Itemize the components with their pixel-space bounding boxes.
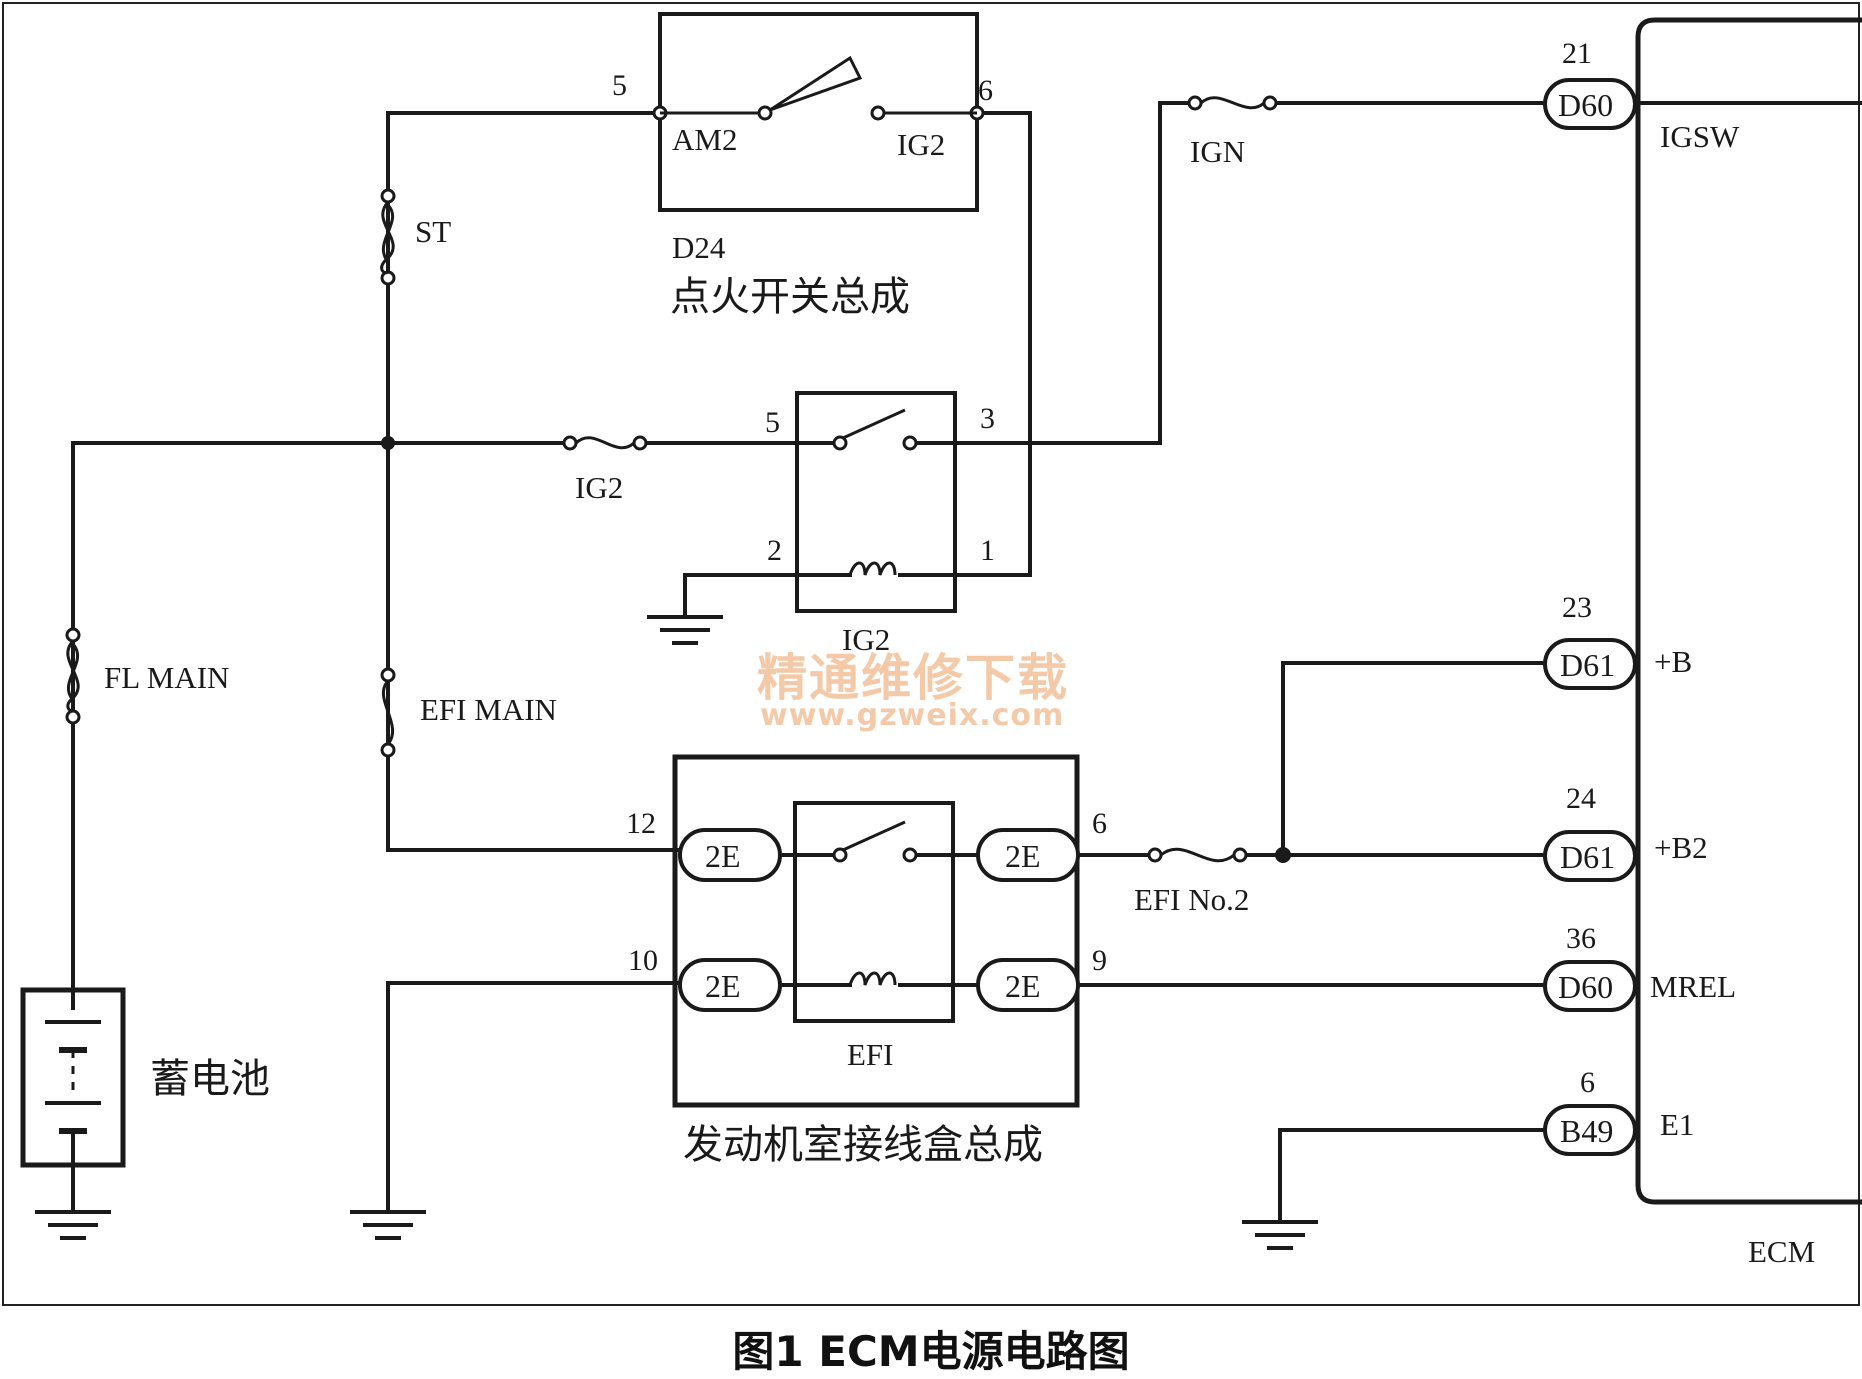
ig2-relay-pin2: 2 [767,534,782,567]
ecm-conn-b49: B49 [1560,1113,1613,1149]
jb-pin6: 6 [1092,807,1107,840]
ign-switch-pin-ig2: 6 [978,74,993,107]
watermark-text: 精通维修下载 [757,649,1069,707]
fuse-ig2-label: IG2 [575,470,623,505]
junction-main [381,436,395,450]
ecm: 21 D60 IGSW 23 D61 +B 24 D61 +B2 36 D60 … [1543,17,1862,1269]
fuse-ig2: IG2 [562,435,648,505]
fuse-fl-main: FL MAIN [65,627,229,725]
wire-b-branch [1281,661,1547,857]
ecm-pin-6: 6 [1580,1066,1595,1099]
ecm-signal-mrel: MREL [1650,969,1736,1004]
jb-conn-12: 2E [705,838,741,874]
ecm-pin-23: 23 [1562,591,1592,624]
ecm-pin-36: 36 [1566,922,1596,955]
ecm-pin-24: 24 [1566,782,1596,815]
wire-ig2-out [953,111,1032,577]
ign-switch-pin-am2: 5 [612,69,627,102]
ecm-signal-b: +B [1654,644,1692,679]
junction-dots [381,436,1291,863]
wire-e1-gnd [1278,1128,1547,1222]
ign-switch-label-ig2: IG2 [897,127,945,162]
ig2-relay-pin1: 1 [980,534,995,567]
ecm-signal-igsw: IGSW [1660,119,1740,154]
ground-symbols [35,615,1318,1250]
wire-relay3-out [953,101,1197,445]
battery: 蓄电池 [20,987,270,1168]
ecm-conn-d61-a: D61 [1560,647,1615,683]
ground-e1 [1242,1220,1318,1250]
ground-efi [350,1210,426,1240]
ign-switch-label-am2: AM2 [672,122,737,157]
jb-pin12: 12 [626,807,656,840]
junction-efi-no2 [1275,847,1291,863]
diagram-border [2,2,1860,1306]
ecm-conn-d60-a: D60 [1558,87,1613,123]
fuse-efi-no2-label: EFI No.2 [1134,882,1249,917]
jb-conn-6: 2E [1005,838,1041,874]
ecm-conn-d61-b: D61 [1560,839,1615,875]
fuse-ign-label: IGN [1190,134,1245,169]
watermark: 精通维修下载 www.gzweix.com [757,649,1069,733]
ignition-switch: 5 6 AM2 IG2 D24 点火开关总成 [612,12,993,320]
figure-caption: 图1 ECM电源电路图 [732,1327,1130,1376]
ecm-signal-e1: E1 [1660,1107,1694,1142]
wire-trunk-down [386,441,682,852]
ground-ig2-relay [647,615,723,645]
fuse-st-label: ST [415,214,451,249]
ign-switch-code: D24 [672,230,726,265]
ig2-relay-name: IG2 [842,622,890,657]
battery-name: 蓄电池 [150,1056,270,1102]
jb-conn-10: 2E [705,968,741,1004]
ecm-pin-21: 21 [1562,37,1592,70]
junction-box-name: 发动机室接线盒总成 [683,1122,1043,1168]
efi-relay-name: EFI [847,1037,894,1072]
wires [71,101,1862,1222]
jb-pin10: 10 [628,944,658,977]
jb-pin9: 9 [1092,944,1107,977]
junction-box: 2E 2E 2E 2E 12 10 6 9 EFI 发动机室接线盒总成 [626,754,1107,1168]
ecm-conn-d60-b: D60 [1558,969,1613,1005]
fuse-efi-main-label: EFI MAIN [420,692,557,727]
fuse-efi-main: EFI MAIN [380,667,557,758]
fuse-fl-main-label: FL MAIN [104,660,229,695]
ecm-name: ECM [1748,1234,1815,1269]
fuse-st: ST [380,188,451,286]
jb-conn-9: 2E [1005,968,1041,1004]
fuse-efi-no2: EFI No.2 [1134,847,1249,917]
ig2-relay-pin5: 5 [765,406,780,439]
ig2-relay: 5 3 2 1 IG2 [765,391,995,657]
ecm-signal-b2: +B2 [1654,830,1708,865]
watermark-url: www.gzweix.com [760,698,1064,733]
ign-switch-name: 点火开关总成 [670,274,910,320]
fuse-ign: IGN [1187,95,1278,169]
ig2-relay-pin3: 3 [980,402,995,435]
wire-relay2-gnd [683,573,799,617]
ground-battery [35,1210,111,1240]
